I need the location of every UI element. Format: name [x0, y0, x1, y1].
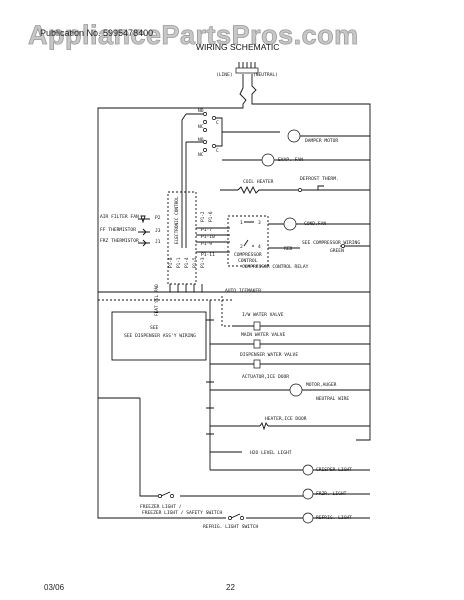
h2o-level-light-label: H2O LEVEL LIGHT: [250, 450, 292, 456]
heater-ice-door-label: HEATER,ICE DOOR: [265, 416, 307, 422]
neutral-wire-label: NEUTRAL WIRE: [316, 396, 349, 402]
relay-terminal-1: 1: [240, 220, 243, 226]
p1-8-label: P1-8: [168, 257, 174, 268]
defrost-therm-label: DEFROST THERM.: [300, 176, 339, 182]
red-wire-label: RED: [284, 246, 293, 252]
nc-label-2: NC: [198, 152, 204, 158]
p1-4-label: P1-4: [184, 257, 190, 268]
freezer-light-safety-switch-label-1: FREEZER LIGHT /: [140, 504, 182, 510]
footer-date: 03/06: [44, 583, 65, 592]
schematic-title: WIRING SCHEMATIC: [196, 42, 279, 52]
p1-10-label: P1-10: [201, 234, 215, 240]
coil-heater-label: COIL HEATER: [243, 179, 274, 185]
air-filter-fan-label: AIR FILTER FAN: [100, 214, 139, 220]
p1-2-label: P1-2: [200, 211, 206, 222]
refrig-light-symbol: [302, 512, 314, 524]
p2-label: P2: [155, 215, 161, 221]
p1-6-label: P1-6: [208, 211, 214, 222]
frz-thermistor-label: FRZ THERMISTOR: [100, 238, 139, 244]
electronic-control-block: [167, 191, 197, 285]
defrost-therm-symbol: [298, 188, 302, 192]
relay-label-2: CONTROL: [238, 258, 258, 264]
evap-fan-symbol: [261, 153, 275, 167]
feat-sel-pad-label: FEAT SEL PAD: [154, 284, 160, 316]
compressor-control-relay: [227, 215, 269, 267]
iw-water-valve-label: I/W WATER VALVE: [242, 312, 284, 318]
dispenser-assembly-box: [111, 311, 207, 361]
j1-label: J1: [155, 239, 161, 245]
crisper-light-symbol: [302, 464, 314, 476]
dispenser-assy-label-2: SEE DISPENSER ASS'Y WIRING: [124, 333, 196, 339]
p1-1-label: P1-1: [176, 257, 182, 268]
refrig-light-switch-label: REFRIG. LIGHT SWITCH: [203, 524, 259, 530]
auto-icemaker-label: AUTO ICEMAKER: [225, 288, 261, 294]
p1-9-label: P1-9: [201, 241, 212, 247]
nc-label-1: NC: [198, 124, 204, 130]
j3-label: J3: [155, 228, 161, 234]
c-label-1: C: [216, 120, 219, 126]
damper-motor-label: DAMPER MOTOR: [305, 138, 338, 144]
relay-label-3: COMPRESSOR CONTROL RELAY: [242, 264, 309, 270]
frzr-light-symbol: [302, 488, 314, 500]
coil-heater-symbol: [237, 185, 286, 195]
site-watermark: AppliancePartsPros.com: [28, 20, 359, 50]
auger-motor-symbol: [289, 383, 303, 397]
damper-motor-symbol: [287, 129, 301, 143]
cond-fan-symbol: [283, 217, 297, 231]
footer-page: 22: [226, 583, 235, 592]
p1-7-label: P1-7: [201, 227, 212, 233]
relay-label-1: COMPRESSOR: [234, 252, 262, 258]
compressor-wiring-label: SEE COMPRESSOR WIRING: [302, 240, 360, 246]
relay-terminal-4: 4: [258, 244, 261, 250]
no-label-2: NO: [198, 137, 204, 143]
c-label-2: C: [216, 148, 219, 154]
neutral-label: (NEUTRAL): [253, 72, 278, 78]
electronic-control-label: ELECTRONIC CONTROL: [174, 196, 180, 244]
motor-auger-label: MOTOR,AUGER: [306, 382, 337, 388]
damper-switch: [181, 112, 280, 248]
freezer-light-safety-switch-label-2: FREEZER LIGHT / SAFETY SWITCH: [142, 510, 222, 516]
line-label: (LINE): [216, 72, 233, 78]
publication-header: Publication No. 5995478400: [40, 28, 153, 38]
p1-11-label: P1-11: [201, 252, 215, 258]
p1-5-label: P1-5: [192, 257, 198, 268]
ff-thermistor-label: FF THERMISTOR: [100, 227, 136, 233]
line-bus: [97, 74, 371, 441]
power-plug: [235, 62, 259, 74]
dispenser-water-valve-label: DISPENSER WATER VALVE: [240, 352, 298, 358]
relay-terminal-2: 2: [240, 244, 243, 250]
actuator-ice-door-label: ACTUATOR,ICE DOOR: [242, 374, 289, 380]
main-water-valve-label: MAIN WATER VALVE: [241, 332, 285, 338]
green-wire-label: GREEN: [330, 248, 344, 254]
dispenser-assy-label-1: SEE: [150, 325, 159, 331]
no-label-1: NO: [198, 108, 204, 114]
relay-terminal-3: 3: [258, 220, 261, 226]
p1-3-label: P1-3: [200, 257, 206, 268]
